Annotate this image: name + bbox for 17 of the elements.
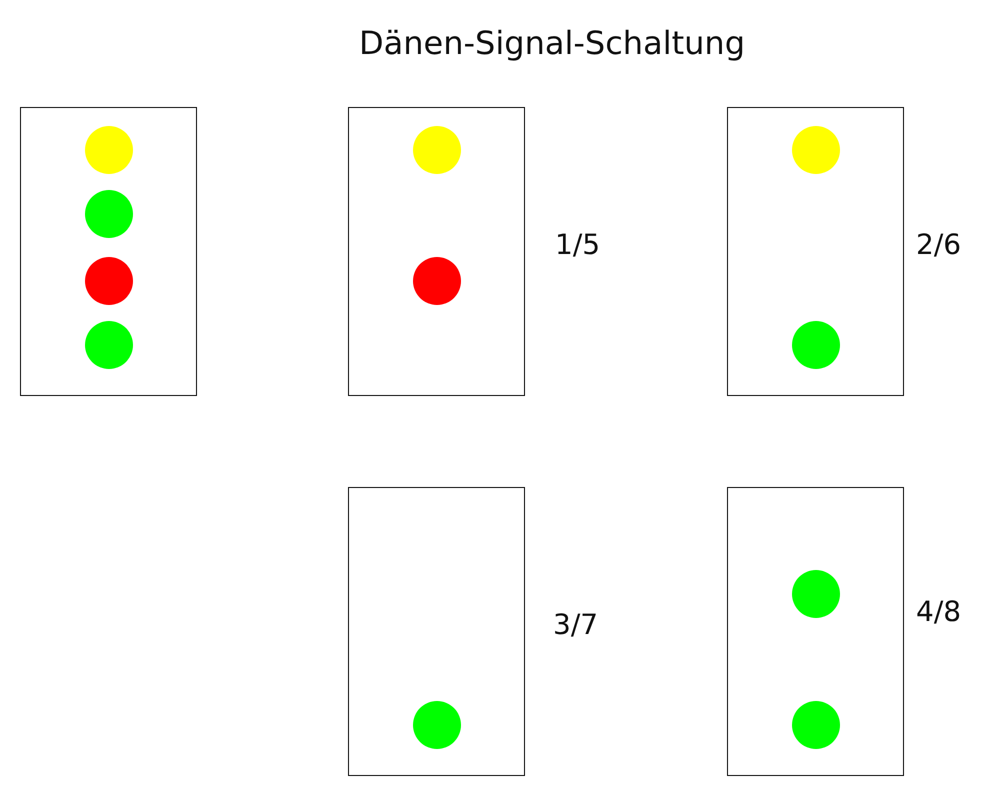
signal-light [413, 257, 461, 305]
signal-light [792, 321, 840, 369]
signal-panel [20, 107, 197, 396]
signal-light [792, 701, 840, 749]
signal-aspect-number: 2/6 [916, 228, 962, 262]
signal-light [792, 126, 840, 174]
signal-light [85, 126, 133, 174]
diagram-title: Dänen-Signal-Schaltung [359, 23, 745, 64]
signal-light [85, 257, 133, 305]
signal-light [413, 126, 461, 174]
signal-light [85, 190, 133, 238]
signal-light [85, 321, 133, 369]
signal-light [792, 570, 840, 618]
signal-aspect-number: 3/7 [553, 608, 598, 642]
signal-aspect-number: 1/5 [555, 228, 600, 262]
signal-aspect-number: 4/8 [916, 595, 962, 629]
signal-light [413, 701, 461, 749]
